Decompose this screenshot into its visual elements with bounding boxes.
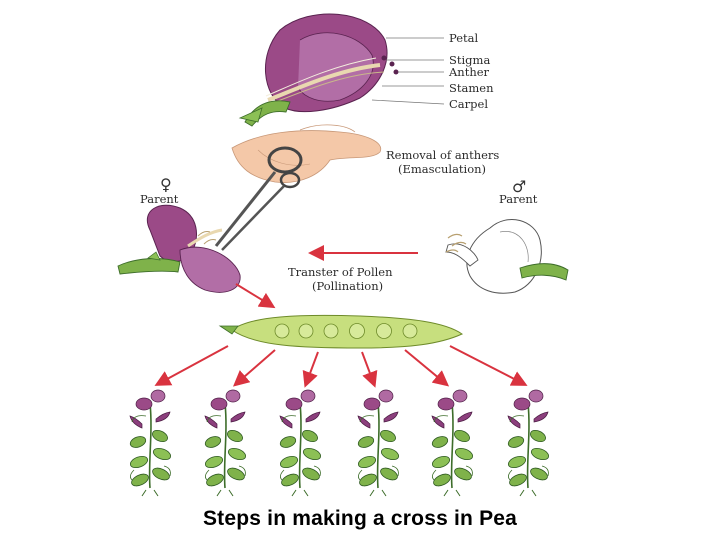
diagram-caption: Steps in making a cross in Pea <box>202 507 518 530</box>
arrow-offspring-1 <box>154 345 229 386</box>
arrow-offspring-6 <box>449 345 528 386</box>
offspring-arrows <box>154 345 528 388</box>
arrow-offspring-3 <box>302 351 319 388</box>
label-petal: Petal <box>449 31 479 45</box>
arrow-offspring-4 <box>361 351 378 388</box>
label-stamen: Stamen <box>449 81 494 95</box>
offspring-plants <box>127 389 551 497</box>
hand-with-scissors <box>214 124 382 251</box>
arrow-to-pod <box>235 283 276 309</box>
label-emasculation-1: Removal of anthers <box>386 148 499 162</box>
offspring-plant-3 <box>277 389 323 497</box>
offspring-plant-5 <box>429 389 475 497</box>
pea-pod <box>218 314 464 349</box>
male-parent-label: Parent <box>499 192 538 206</box>
arrow-offspring-5 <box>404 349 450 387</box>
label-pollination-1: Transter of Pollen <box>288 265 393 279</box>
offspring-plant-4 <box>355 389 401 497</box>
male-parent-flower <box>445 219 569 294</box>
offspring-plant-2 <box>202 389 248 497</box>
arrow-offspring-2 <box>232 349 276 387</box>
label-anther: Anther <box>448 65 490 79</box>
label-emasculation-2: (Emasculation) <box>398 162 486 176</box>
offspring-plant-6 <box>505 389 551 497</box>
dissected-flower <box>238 13 445 127</box>
female-symbol: ♀ <box>160 175 172 194</box>
label-stigma: Stigma <box>449 53 490 67</box>
offspring-plant-1 <box>127 389 173 497</box>
label-carpel: Carpel <box>449 97 488 111</box>
female-parent-flower <box>117 204 241 293</box>
female-parent-label: Parent <box>140 192 179 206</box>
male-symbol: ♂ <box>512 177 526 196</box>
label-pollination-2: (Pollination) <box>312 279 383 293</box>
